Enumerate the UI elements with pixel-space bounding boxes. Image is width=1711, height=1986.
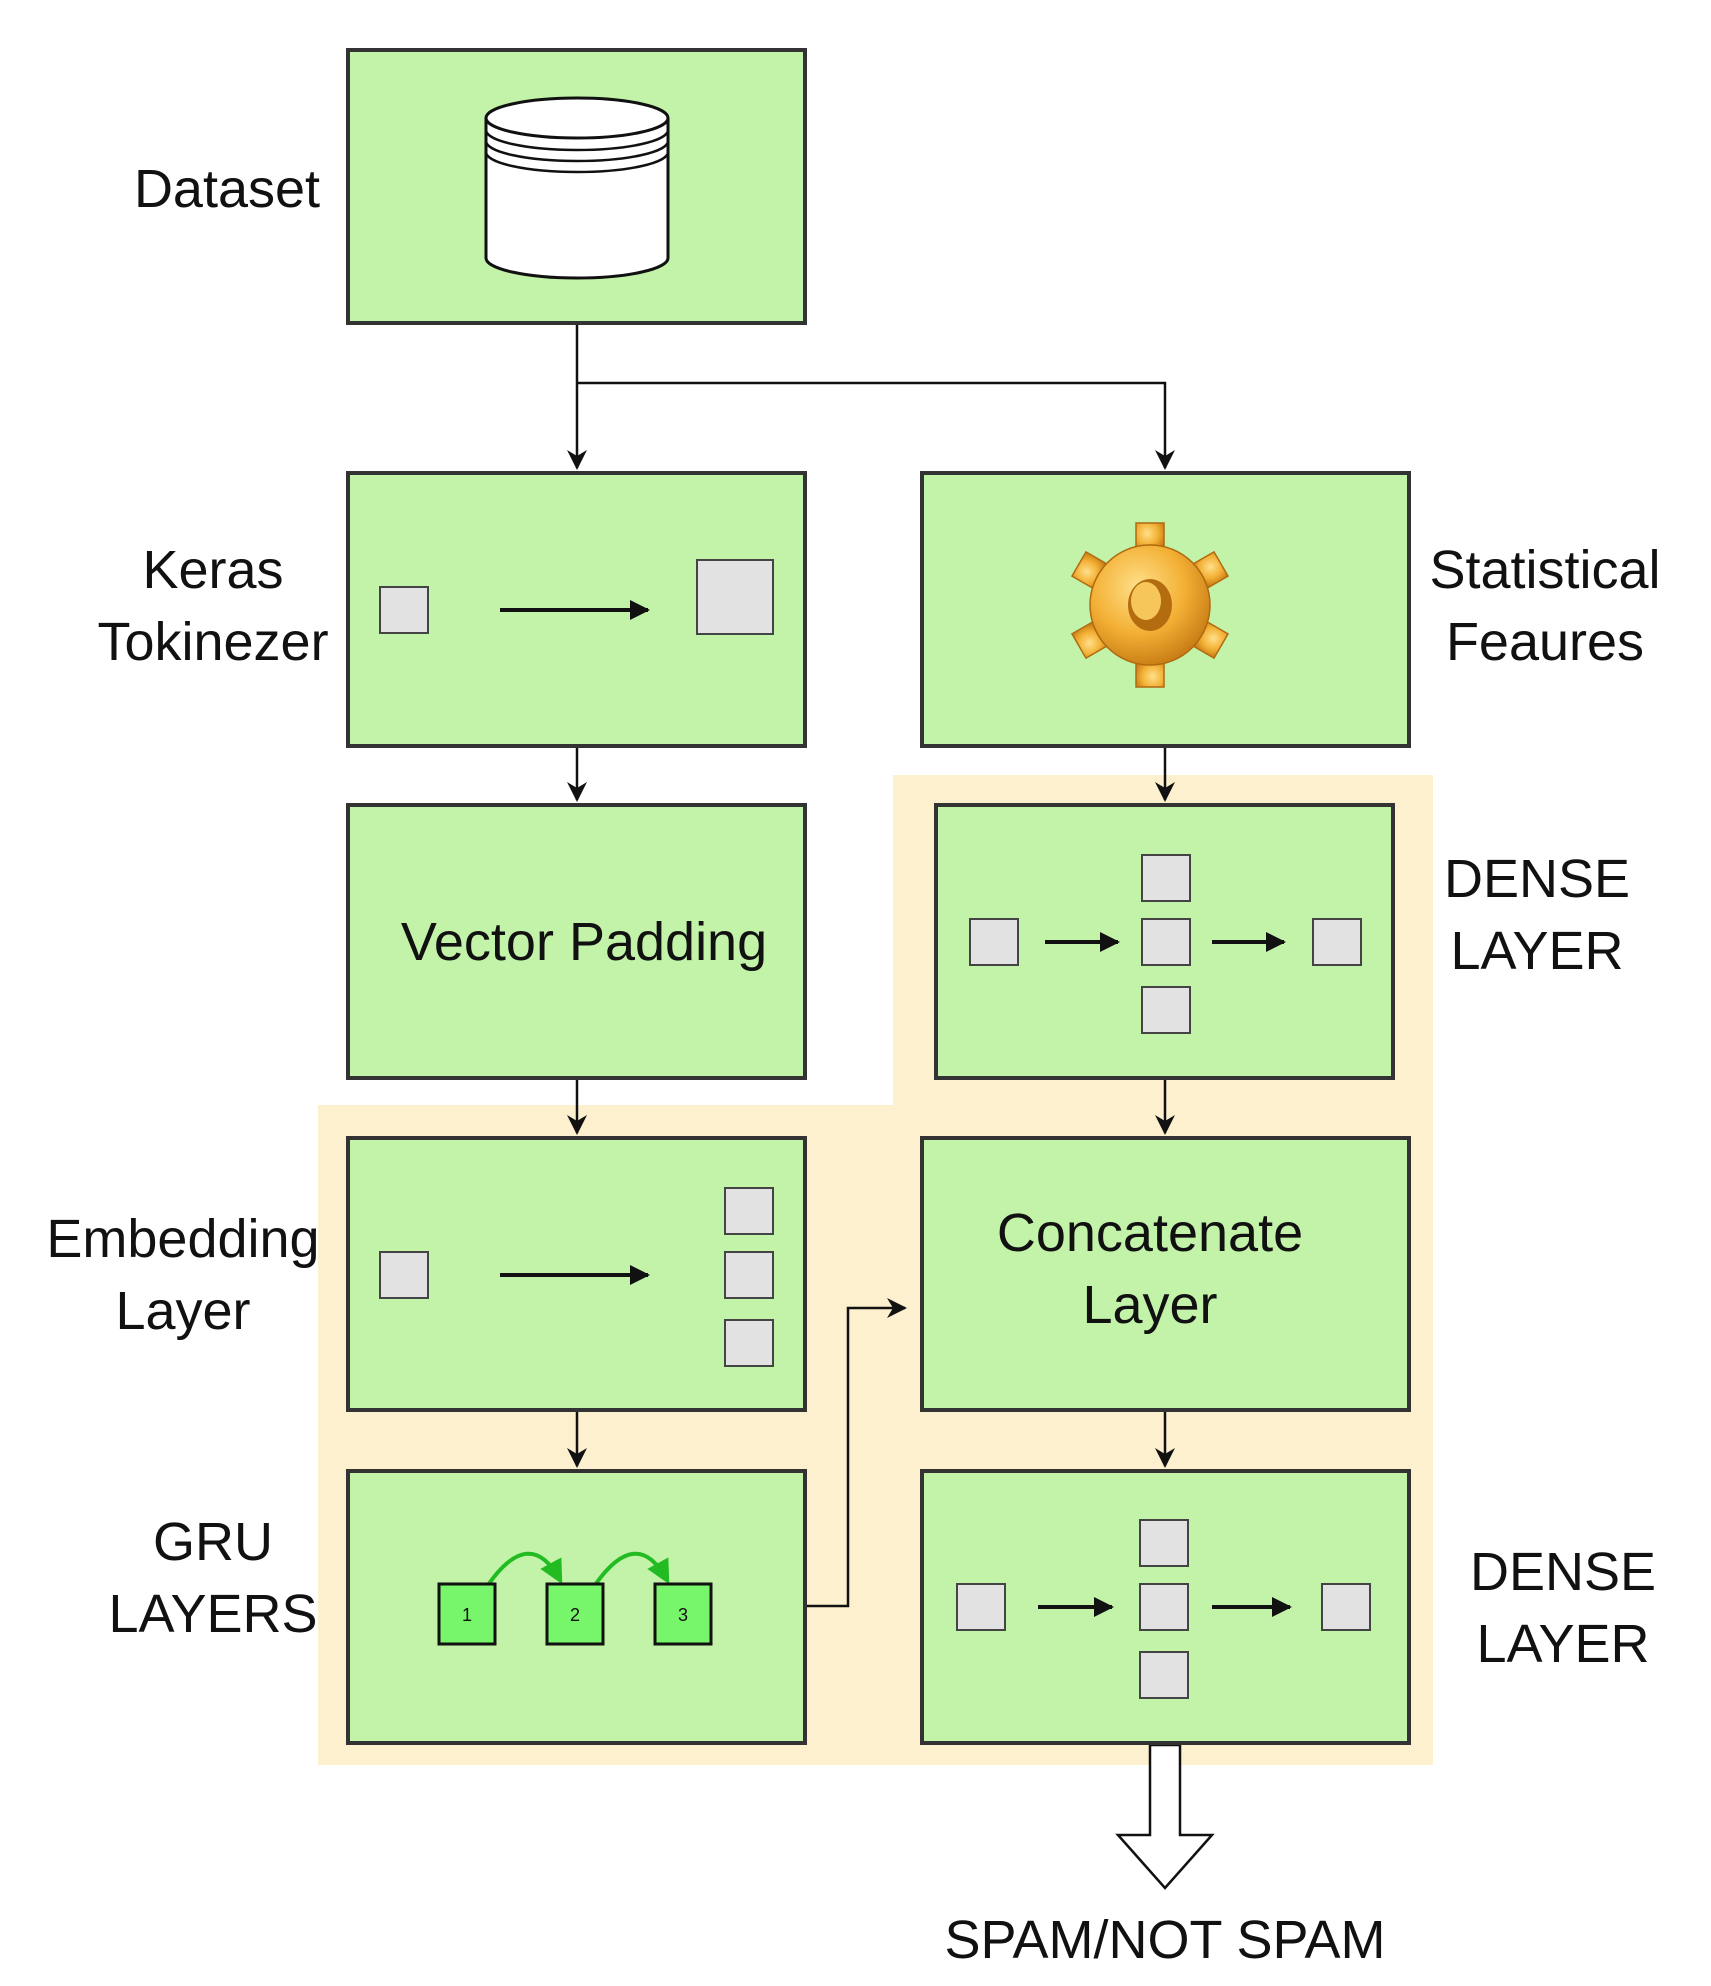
embedding-label-line1: Embedding bbox=[46, 1209, 319, 1269]
gru-step-1: 1 bbox=[437, 1582, 497, 1646]
gear-icon bbox=[1070, 522, 1230, 688]
gru-label-line2: LAYERS bbox=[108, 1584, 317, 1644]
gru-step-3-label: 3 bbox=[678, 1605, 688, 1625]
gru-layers-box: 1 2 3 bbox=[346, 1469, 807, 1745]
vector-padding-box bbox=[346, 803, 807, 1080]
concatenate-label-line2: Layer bbox=[1082, 1275, 1217, 1335]
gru-label-line1: GRU bbox=[153, 1512, 273, 1572]
dense-top-label-line1: DENSE bbox=[1444, 849, 1630, 909]
keras-label-line1: Keras bbox=[142, 540, 283, 600]
gru-step-2-label: 2 bbox=[570, 1605, 580, 1625]
embedding-label-line2: Layer bbox=[115, 1281, 250, 1341]
dense-layer-bottom-box bbox=[920, 1469, 1411, 1745]
concatenate-label-line1: Concatenate bbox=[997, 1203, 1303, 1263]
embedding-layer-box bbox=[346, 1136, 807, 1412]
dense-bottom-label-line2: LAYER bbox=[1476, 1614, 1649, 1674]
dense-layer-top-box bbox=[934, 803, 1395, 1080]
dataset-box bbox=[346, 48, 807, 325]
keras-label-line2: Tokinezer bbox=[97, 612, 328, 672]
gru-step-2: 2 bbox=[545, 1582, 605, 1646]
gru-step-1-label: 1 bbox=[462, 1605, 472, 1625]
dense-bottom-label-line1: DENSE bbox=[1470, 1542, 1656, 1602]
dense-top-label-line2: LAYER bbox=[1450, 921, 1623, 981]
statistical-label-line1: Statistical bbox=[1429, 540, 1660, 600]
output-arrow bbox=[1115, 1743, 1215, 1890]
statistical-label-line2: Feaures bbox=[1446, 612, 1644, 672]
dataset-label: Dataset bbox=[134, 159, 320, 219]
gru-recurrent-arrows bbox=[486, 1551, 670, 1587]
statistical-features-box bbox=[920, 471, 1411, 748]
connectors bbox=[567, 323, 1175, 1608]
vector-padding-label: Vector Padding bbox=[401, 912, 767, 972]
concatenate-layer-box bbox=[920, 1136, 1411, 1412]
keras-tokenizer-box bbox=[346, 471, 807, 748]
database-icon bbox=[484, 96, 670, 280]
gru-step-3: 3 bbox=[653, 1582, 713, 1646]
output-label: SPAM/NOT SPAM bbox=[944, 1910, 1385, 1970]
